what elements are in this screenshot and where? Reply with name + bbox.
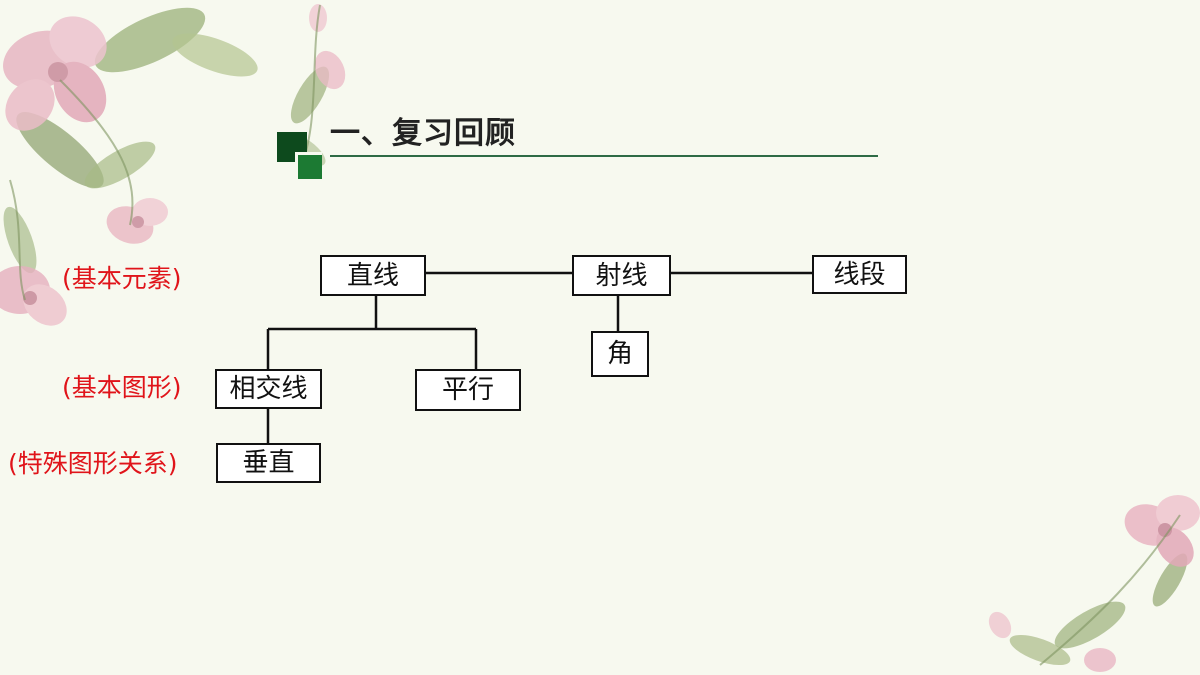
node-intersecting: 相交线 [215,369,322,409]
label-basic-elements: (基本元素) [62,264,182,293]
page-title: 一、复习回顾 [330,116,516,151]
label-basic-figures: (基本图形) [62,373,182,402]
title-square-icon [277,132,322,179]
node-parallel: 平行 [415,369,521,411]
node-angle: 角 [591,331,649,377]
node-line: 直线 [320,255,426,296]
node-ray: 射线 [572,255,671,296]
title-divider [330,155,878,157]
label-special-relations: (特殊图形关系) [8,449,178,478]
node-perpendicular: 垂直 [216,443,321,483]
node-segment: 线段 [812,255,907,294]
